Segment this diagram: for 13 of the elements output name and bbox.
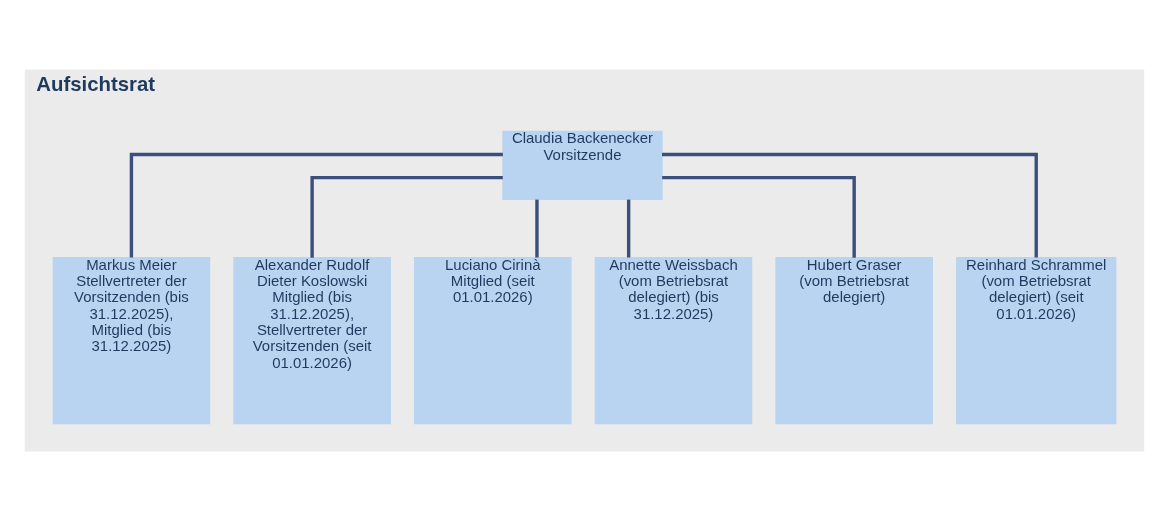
connector xyxy=(310,175,503,258)
connector xyxy=(662,152,1038,258)
connector xyxy=(662,175,856,258)
node-box: Hubert Graser (vom Betriebsrat delegiert) xyxy=(775,257,933,425)
node-box: Annette Weissbach (vom Betriebsrat delegiert) (bis 31.12.2025) xyxy=(594,257,753,425)
node-box: Claudia Backenecker Vorsitzende xyxy=(502,130,663,201)
connector xyxy=(626,199,631,258)
node-box: Luciano Cirinà Mitglied (seit 01.01.2026) xyxy=(414,257,572,425)
connector xyxy=(129,152,503,258)
node-box: Alexander Rudolf Dieter Koslowski Mitglied (bis 31.12.2025), Stellvertreter der Vorsitzenden (seit 01.01.2026) xyxy=(233,257,391,425)
node-box: Markus Meier Stellvertreter der Vorsitzenden (bis 31.12.2025), Mitglied (bis 31.12.2025) xyxy=(52,257,211,425)
node-box: Reinhard Schrammel (vom Betriebsrat delegiert) (seit 01.01.2026) xyxy=(956,257,1117,425)
connector xyxy=(535,199,539,258)
